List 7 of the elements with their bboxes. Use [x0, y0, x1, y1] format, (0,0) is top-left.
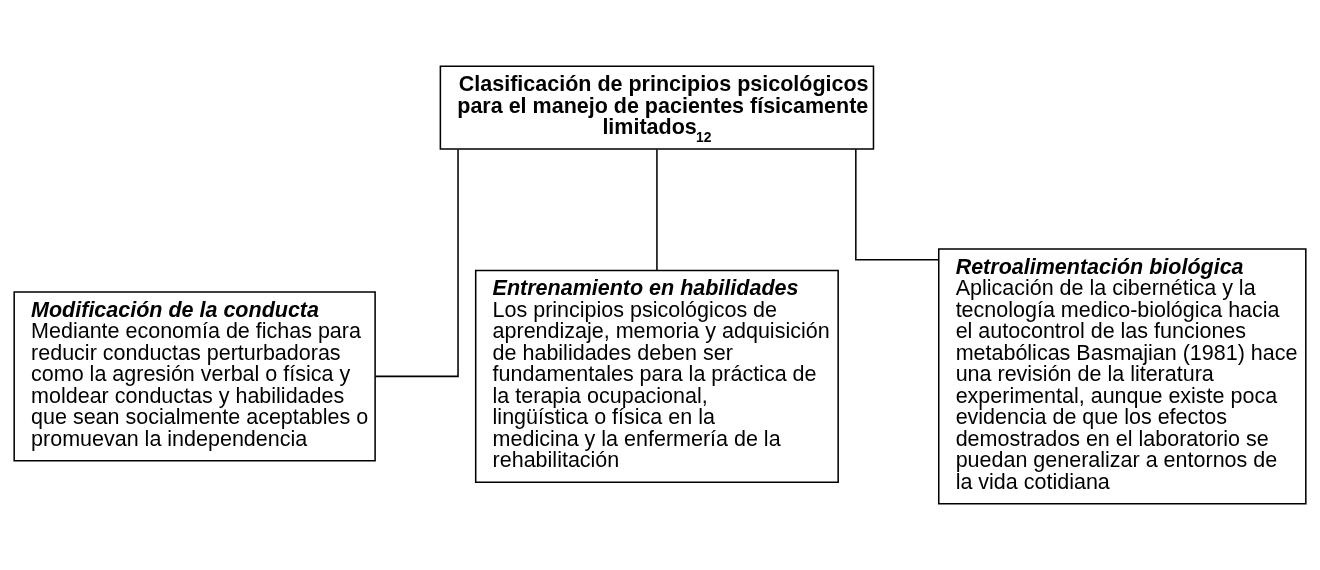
node-box: Clasificación de principios psicológicos para el manejo de pacientes físicamente limitados$_{12}$: [439, 65, 875, 150]
connector: [855, 148, 940, 261]
connector: [656, 148, 658, 272]
node-box: Entrenamiento en habilidades Los principios psicológicos de aprendizaje, memoria y adquisición de habilidades deben ser fundamentales para la práctica de la terapia ocupacional, lingüística o física en la medicina y la enfermería de la rehabilitación: [474, 269, 839, 484]
node-box: Modificación de la conducta Mediante economía de fichas para reducir conductas perturbadoras como la agresión verbal o física y moldear conductas y habilidades que sean socialmente aceptables o promuevan la independencia: [13, 291, 376, 462]
node-box: Retroalimentación biológica Aplicación de la cibernética y la tecnología medico-biológica hacia el autocontrol de las funciones metabólicas Basmajian (1981) hace una revisión de la literatura experimental, aunque existe poca evidencia de que los efectos demostrados en el laboratorio se puedan generalizar a entornos de la vida cotidiana: [938, 248, 1307, 505]
connector: [374, 148, 459, 378]
